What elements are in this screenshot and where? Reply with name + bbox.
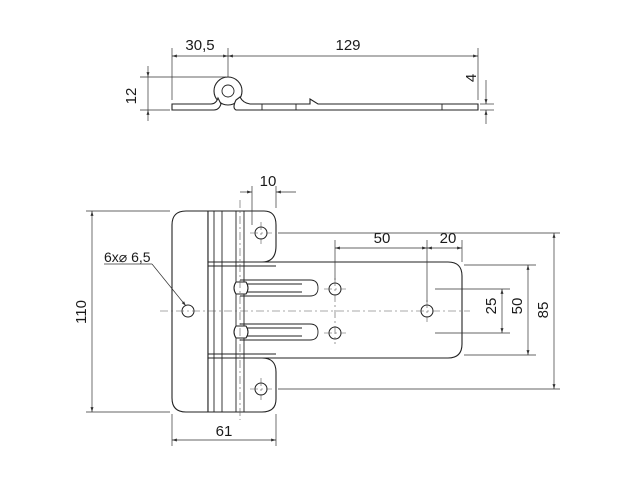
dim-base-width: 61 (216, 423, 233, 440)
dim-leaf-length: 129 (335, 37, 360, 54)
dim-total-height: 85 (535, 302, 552, 319)
left-leaf-profile (171, 96, 222, 111)
dim-leaf-width: 110 (73, 300, 90, 324)
dim-slot-spacing: 50 (374, 230, 391, 247)
dim-hole-span: 50 (509, 298, 526, 315)
lower-knuckle-plate (207, 357, 277, 413)
dim-height: 12 (123, 88, 140, 105)
dim-end-offset: 20 (440, 230, 457, 247)
slot-upper (233, 279, 319, 297)
dim-hole-row: 25 (483, 298, 500, 315)
right-leaf-profile (233, 96, 479, 111)
front-view: 10 50 20 110 61 25 50 85 6x⌀ (73, 173, 560, 446)
hole-callout: 6x⌀ 6,5 (104, 249, 151, 265)
dim-knuckle-offset: 30,5 (185, 37, 214, 54)
hinge-pin (221, 84, 235, 98)
slot-lower (233, 323, 319, 341)
side-view: 30,5 129 12 4 (123, 37, 494, 124)
dim-hole-offset: 10 (260, 173, 277, 190)
dim-thickness: 4 (463, 74, 480, 82)
